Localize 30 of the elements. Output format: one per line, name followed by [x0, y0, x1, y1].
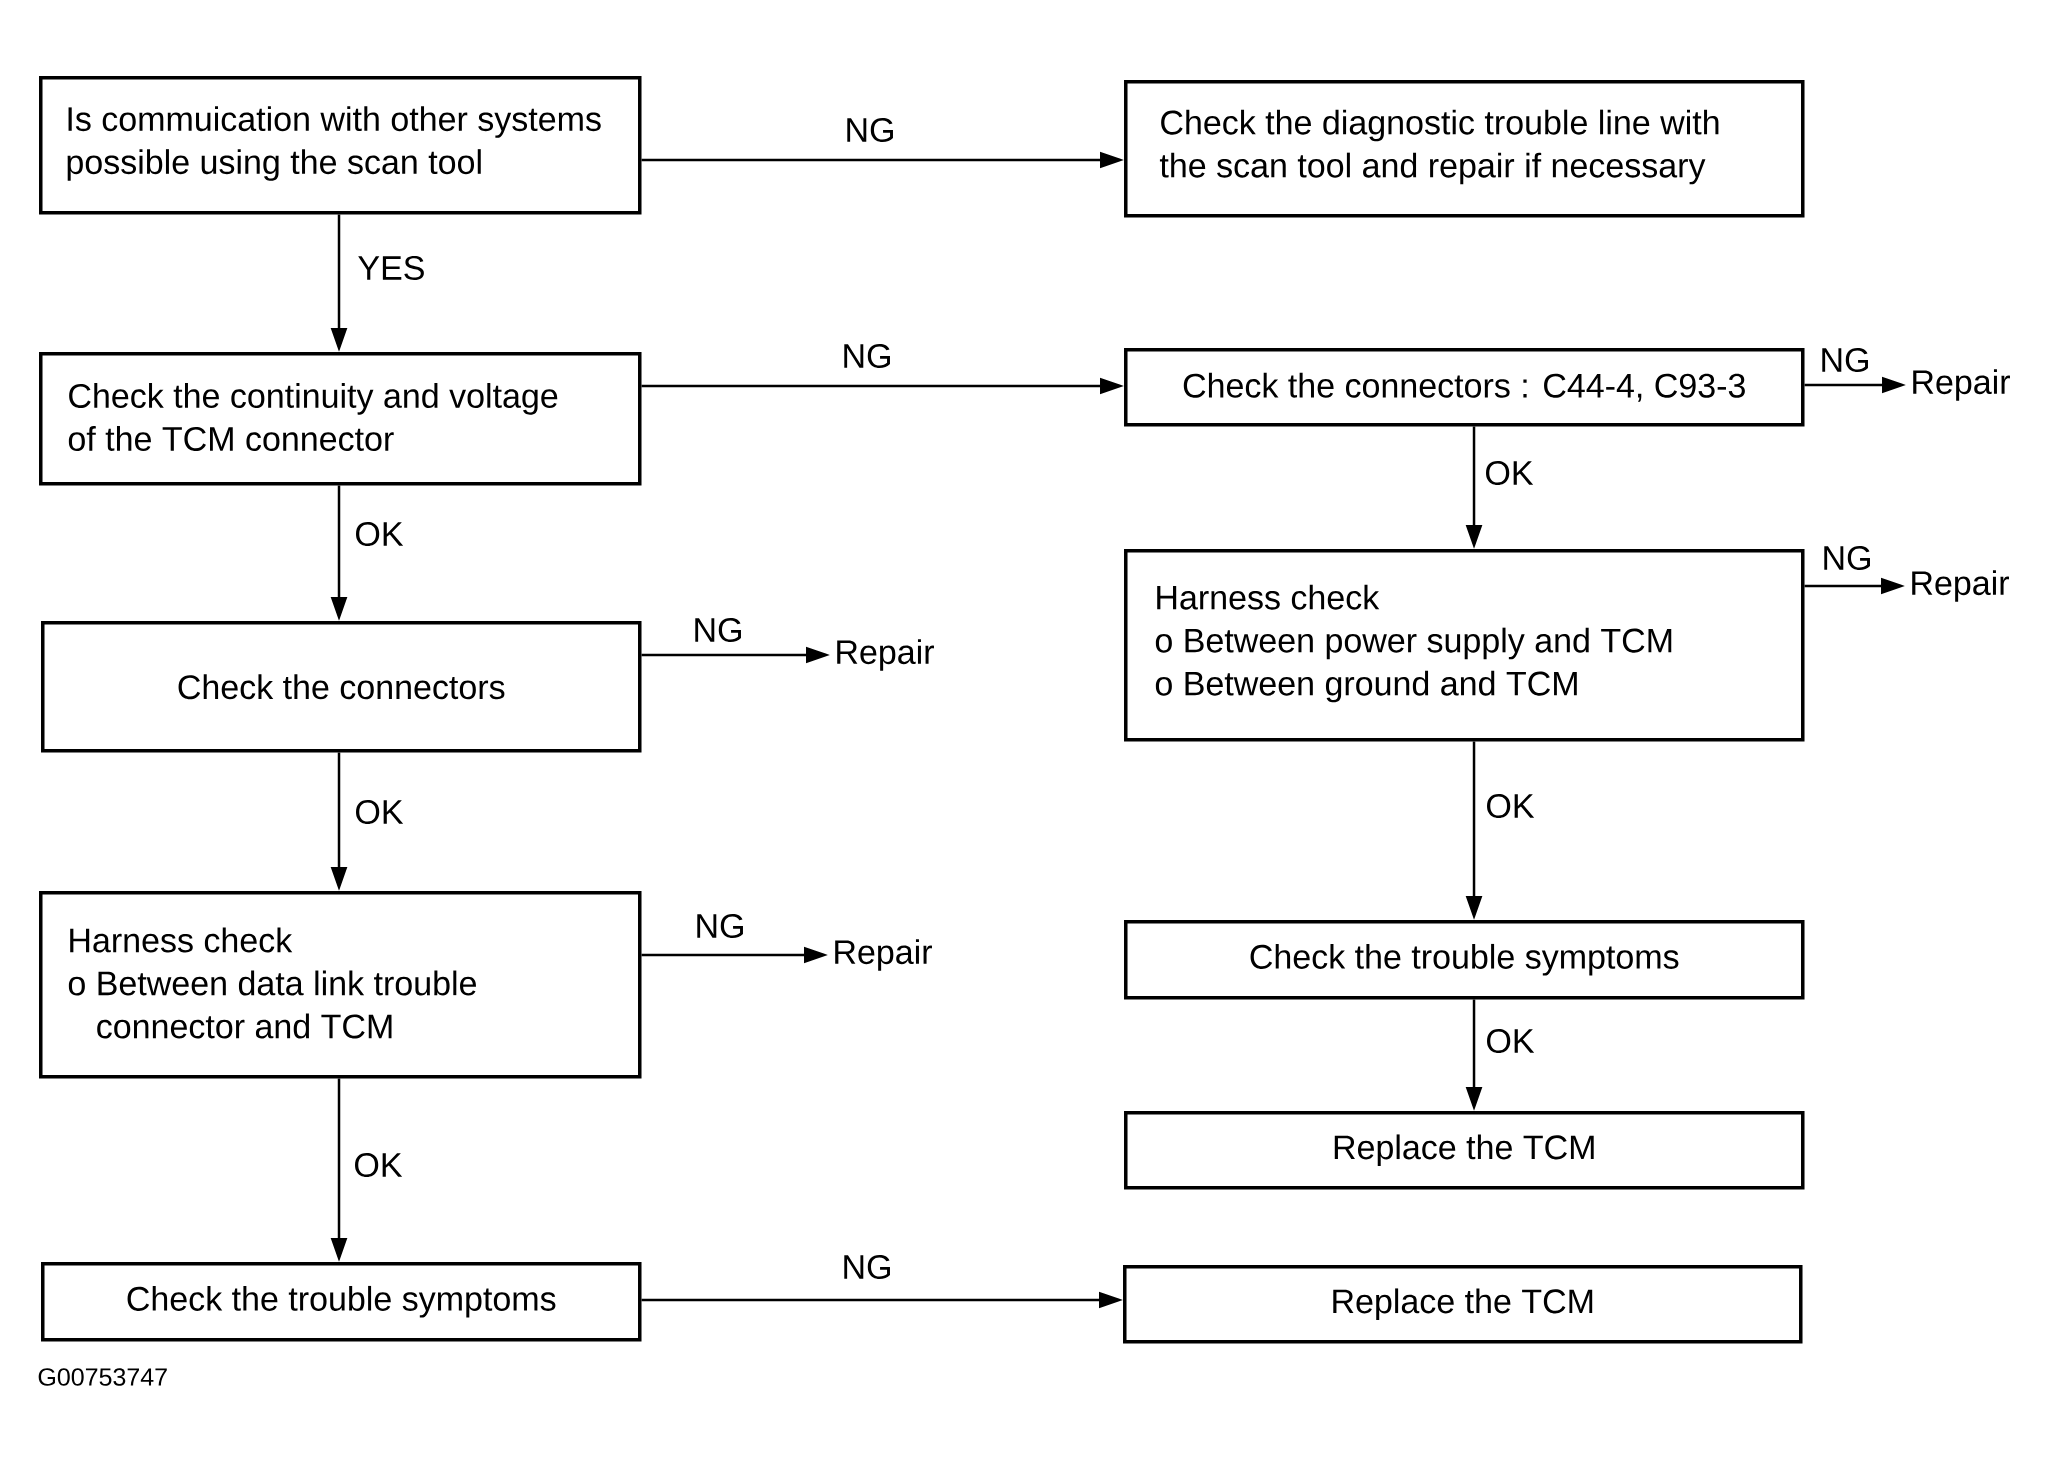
- outcome-text: Repair: [1913, 369, 2010, 401]
- edge-label: NG: [690, 615, 746, 645]
- edge-label: NG: [1819, 543, 1875, 573]
- edge-label: OK: [1483, 1026, 1537, 1056]
- process-box: Replace the TCM: [1124, 1111, 1805, 1190]
- process-box: Check the connectors : C44-4, C93-3: [1124, 348, 1805, 427]
- edge-label: OK: [351, 1150, 405, 1180]
- process-box: Check the trouble symptoms: [41, 1262, 642, 1342]
- edge-label: NG: [842, 115, 898, 145]
- edge-label: OK: [1482, 458, 1536, 488]
- process-box: Replace the TCM: [1123, 1265, 1803, 1344]
- process-box: Harness check o Between data link trouble connector and TCM: [39, 891, 642, 1079]
- process-box: Check the continuity and voltage of the TCM connector: [39, 352, 642, 486]
- process-box: Check the trouble symptoms: [1124, 920, 1805, 1000]
- process-box: Harness check o Between power supply and TCM o Between ground and TCM: [1124, 549, 1805, 742]
- outcome-text: Repair: [835, 939, 932, 971]
- edge-label: OK: [1483, 791, 1537, 821]
- edge-label: NG: [692, 911, 748, 941]
- figure-id: G00753747: [38, 1368, 167, 1386]
- edge-label: NG: [839, 341, 895, 371]
- process-box: Check the diagnostic trouble line with the scan tool and repair if necessary: [1124, 80, 1805, 218]
- edge-label: NG: [1817, 345, 1873, 375]
- edge-label: YES: [355, 253, 428, 283]
- process-box: Check the connectors: [41, 621, 642, 753]
- outcome-text: Repair: [837, 639, 934, 671]
- outcome-text: Repair: [1912, 570, 2009, 602]
- process-box: Is commuication with other systems possible using the scan tool: [39, 76, 642, 215]
- edge-label: OK: [352, 519, 406, 549]
- edge-label: OK: [352, 797, 406, 827]
- edge-label: NG: [839, 1252, 895, 1282]
